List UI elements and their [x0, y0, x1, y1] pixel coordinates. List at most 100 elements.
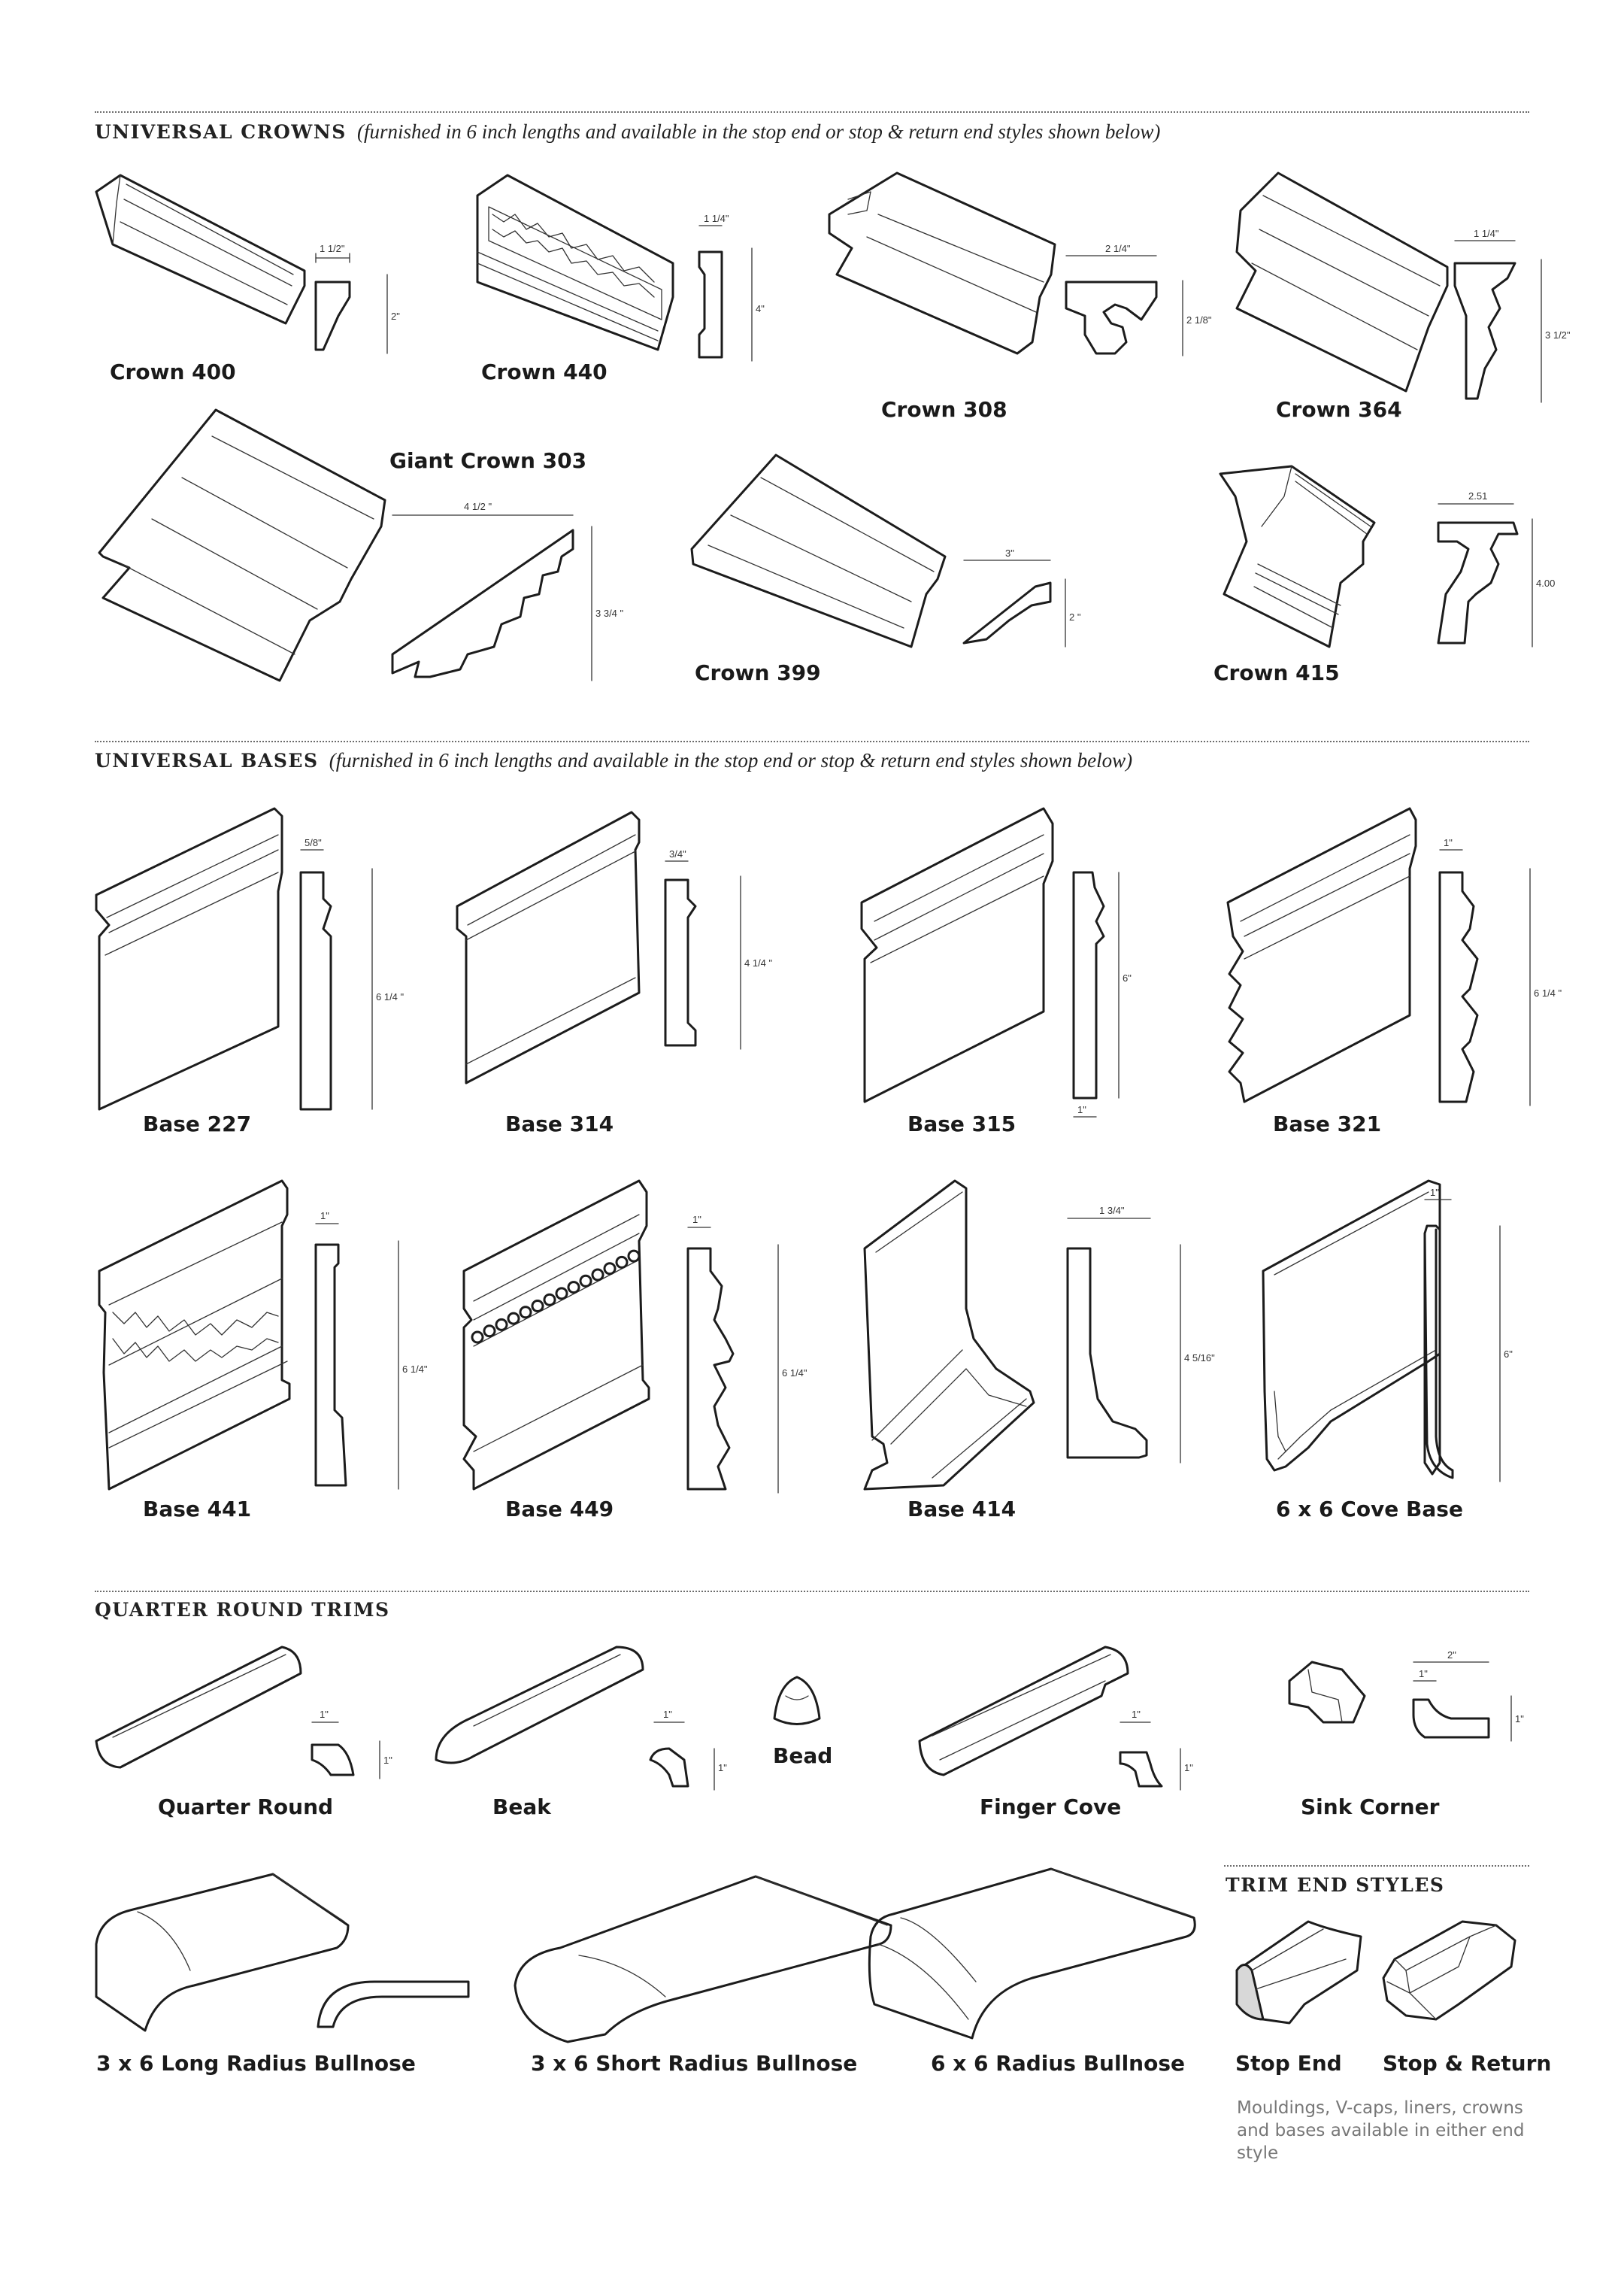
bead-illustration	[773, 1676, 821, 1725]
dim-label: 4"	[756, 303, 765, 314]
crown-308-illustration: 2 1/4" 2 1/8"	[828, 171, 1212, 356]
crown-400-label: Crown 400	[110, 359, 236, 384]
bead-ornament	[627, 1249, 641, 1263]
dim-label: 2 "	[1069, 611, 1081, 623]
section-title-quarter: quarter round trims	[95, 1599, 390, 1621]
section-subtitle: (furnished in 6 inch lengths and availab…	[329, 749, 1133, 772]
section-divider	[95, 1591, 1529, 1592]
crown-364-label: Crown 364	[1276, 397, 1402, 422]
short-radius-bullnose-label: 3 x 6 Short Radius Bullnose	[531, 2051, 858, 2076]
dim-label: 6 1/4 "	[376, 991, 404, 1003]
bead-ornament	[591, 1268, 604, 1282]
dim-label: 6 1/4 "	[1534, 987, 1562, 999]
stop-end-illustration	[1235, 1920, 1362, 2025]
bead-ornament	[507, 1312, 520, 1325]
section-divider	[95, 741, 1529, 742]
crown-415-label: Crown 415	[1213, 660, 1340, 685]
bead-ornament	[567, 1281, 580, 1294]
section-title-text: universal bases	[95, 750, 319, 772]
end-style-note: Mouldings, V-caps, liners, crowns and ba…	[1237, 2098, 1525, 2163]
dim-label: 1"	[320, 1709, 329, 1720]
dim-label: 1"	[1419, 1668, 1428, 1679]
dim-label: 1 1/4"	[1474, 228, 1499, 239]
base-414-label: Base 414	[907, 1497, 1017, 1521]
crown-415-illustration: 2.51 4.00	[1219, 465, 1555, 648]
base-227-label: Base 227	[143, 1112, 252, 1136]
dim-label: 3 3/4 "	[595, 608, 624, 619]
giant-crown-303-label: Giant Crown 303	[389, 448, 587, 473]
bead-ornament	[531, 1300, 544, 1312]
dim-label: 1 1/2"	[320, 243, 345, 254]
stop-and-return-label: Stop & Return	[1383, 2051, 1552, 2076]
dim-label: 1"	[1444, 837, 1453, 848]
dim-label: 4.00	[1536, 578, 1555, 589]
base-314-illustration: 3/4" 4 1/4 "	[456, 811, 773, 1084]
bead-ornament	[603, 1262, 617, 1276]
dim-label: 1"	[383, 1755, 392, 1766]
dim-label: 2.51	[1468, 490, 1487, 502]
cove-base-label: 6 x 6 Cove Base	[1276, 1497, 1463, 1521]
giant-crown-303-illustration: 4 1/2 " 3 3/4 "	[98, 408, 624, 682]
section-title-text: universal crowns	[95, 121, 347, 143]
dim-label: 1"	[1077, 1104, 1086, 1115]
section-title-text: quarter round trims	[95, 1599, 390, 1621]
dim-label: 6 1/4"	[402, 1364, 428, 1375]
radius-bullnose-label: 6 x 6 Radius Bullnose	[931, 2051, 1186, 2076]
section-title-trim-end: trim end styles	[1226, 1874, 1444, 1896]
dim-label: 3/4"	[669, 848, 686, 860]
section-title-crowns: universal crowns (furnished in 6 inch le…	[95, 120, 1160, 144]
dim-label: 4 5/16"	[1184, 1352, 1215, 1364]
dim-label: 1"	[1515, 1713, 1524, 1725]
dim-label: 1"	[718, 1762, 727, 1773]
beak-label: Beak	[492, 1794, 551, 1819]
cove-base-illustration: 1" 6"	[1262, 1179, 1513, 1482]
bead-ornament	[615, 1255, 629, 1269]
dim-label: 5/8"	[304, 837, 322, 848]
dim-label: 1"	[1132, 1709, 1141, 1720]
dim-label: 1 3/4"	[1099, 1205, 1125, 1216]
stop-and-return-illustration	[1382, 1920, 1516, 2021]
dim-label: 2"	[391, 311, 400, 322]
base-321-label: Base 321	[1273, 1112, 1382, 1136]
base-314-label: Base 314	[505, 1112, 614, 1136]
section-title-text: trim end styles	[1226, 1874, 1445, 1896]
section-divider	[95, 111, 1529, 113]
dim-label: 6"	[1504, 1348, 1513, 1360]
crown-308-label: Crown 308	[881, 397, 1007, 422]
base-414-illustration: 1 3/4" 4 5/16"	[863, 1179, 1215, 1491]
dim-label: 4 1/4 "	[744, 957, 773, 969]
sink-corner-illustration: 2" 1" 1"	[1288, 1649, 1524, 1742]
dim-label: 1"	[692, 1214, 701, 1225]
crown-399-illustration: 3" 2 "	[690, 453, 1081, 648]
crown-399-label: Crown 399	[695, 660, 821, 685]
quarter-round-label: Quarter Round	[158, 1794, 334, 1819]
bead-ornament	[579, 1274, 592, 1288]
bead-ornament	[471, 1330, 484, 1344]
section-subtitle: (furnished in 6 inch lengths and availab…	[356, 120, 1161, 143]
base-227-illustration: 5/8" 6 1/4 "	[95, 807, 404, 1111]
bead-ornament	[519, 1306, 532, 1319]
bead-label: Bead	[773, 1743, 833, 1768]
base-315-illustration: 6" 1"	[860, 807, 1132, 1118]
long-radius-bullnose-label: 3 x 6 Long Radius Bullnose	[96, 2051, 416, 2076]
bead-ornament	[543, 1293, 556, 1306]
radius-bullnose-illustration	[868, 1867, 1196, 2040]
dim-label: 1"	[320, 1210, 329, 1221]
dim-label: 1"	[663, 1709, 672, 1720]
dim-label: 2 1/4"	[1105, 243, 1131, 254]
dim-label: 3 1/2"	[1545, 329, 1571, 341]
base-449-label: Base 449	[505, 1497, 614, 1521]
dim-label: 4 1/2 "	[464, 501, 492, 512]
dim-label: 1"	[1430, 1187, 1439, 1198]
crown-364-illustration: 1 1/4" 3 1/2"	[1235, 171, 1571, 403]
short-radius-bullnose-illustration	[514, 1875, 892, 2043]
crown-440-illustration: 1 1/4" 4"	[476, 174, 765, 362]
dim-label: 6 1/4"	[782, 1367, 807, 1379]
crown-440-label: Crown 440	[481, 359, 607, 384]
base-315-label: Base 315	[907, 1112, 1017, 1136]
base-441-label: Base 441	[143, 1497, 252, 1521]
base-321-illustration: 1" 6 1/4 "	[1226, 807, 1562, 1106]
finger-cove-label: Finger Cove	[980, 1794, 1122, 1819]
dim-label: 3"	[1005, 548, 1014, 559]
dim-label: 1"	[1184, 1762, 1193, 1773]
